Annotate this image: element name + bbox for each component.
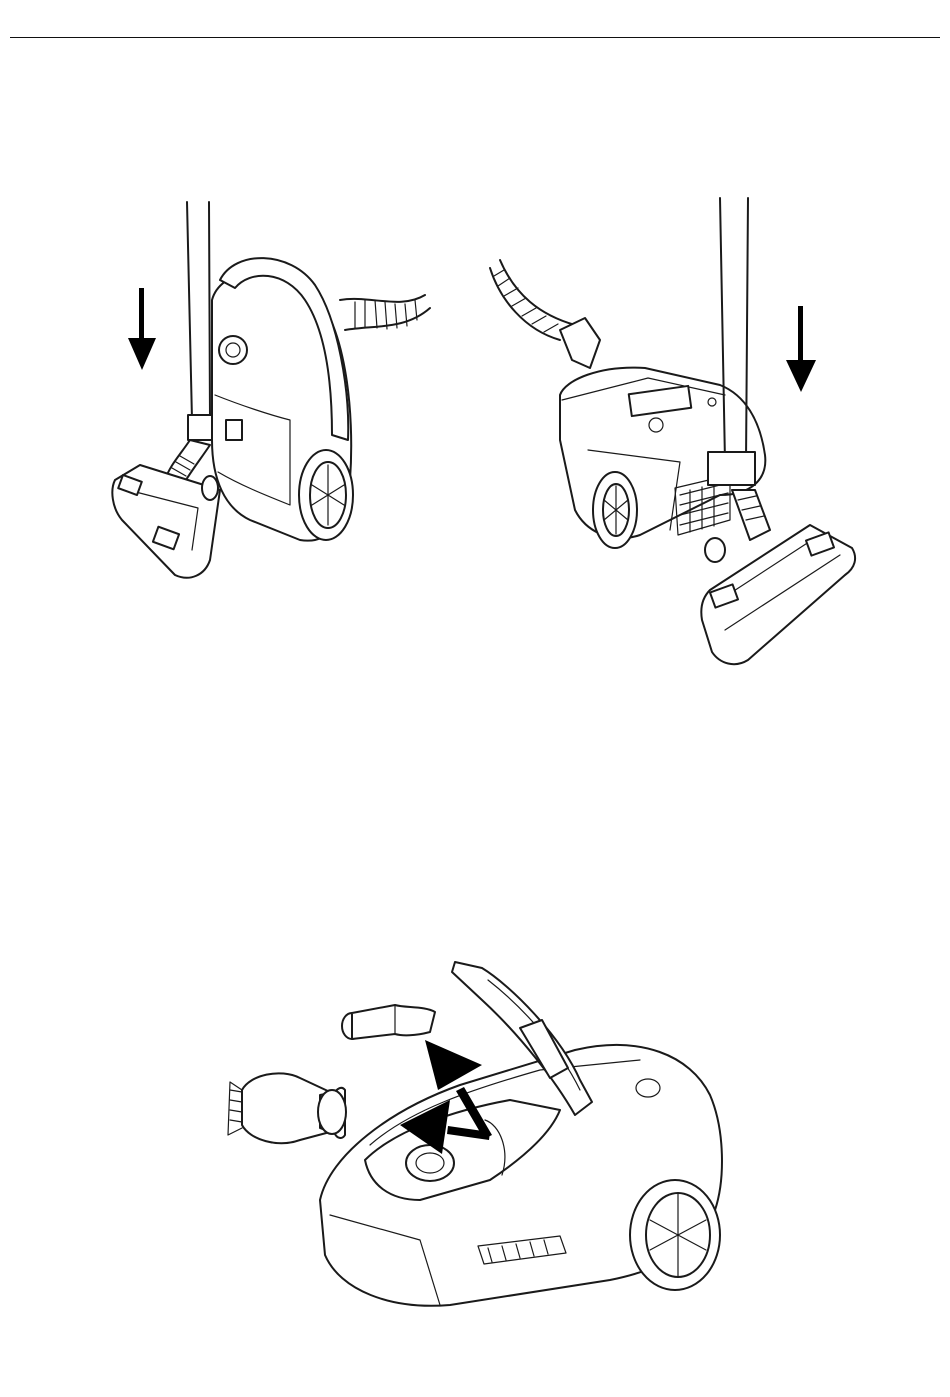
storage-position-bag-vacuum-figure <box>100 190 440 600</box>
down-arrow-icon <box>786 306 816 392</box>
hose <box>490 260 600 368</box>
accessory-storage-figure <box>220 950 770 1330</box>
floor-nozzle-icon <box>701 490 855 664</box>
dusting-brush-icon <box>228 1073 346 1143</box>
accessory-storage-illustration <box>220 950 770 1330</box>
telescopic-tube <box>187 202 210 420</box>
vacuum-cleaner-bag-icon <box>212 258 353 541</box>
down-arrow-icon <box>128 288 156 370</box>
crevice-tool-icon <box>342 1005 435 1039</box>
cyclone-vacuum-illustration <box>480 190 870 670</box>
header-rule <box>10 37 940 38</box>
storage-position-cyclone-vacuum-figure <box>480 190 870 670</box>
bag-vacuum-illustration <box>100 190 440 600</box>
floor-nozzle-icon <box>112 415 220 578</box>
hose <box>340 295 430 330</box>
